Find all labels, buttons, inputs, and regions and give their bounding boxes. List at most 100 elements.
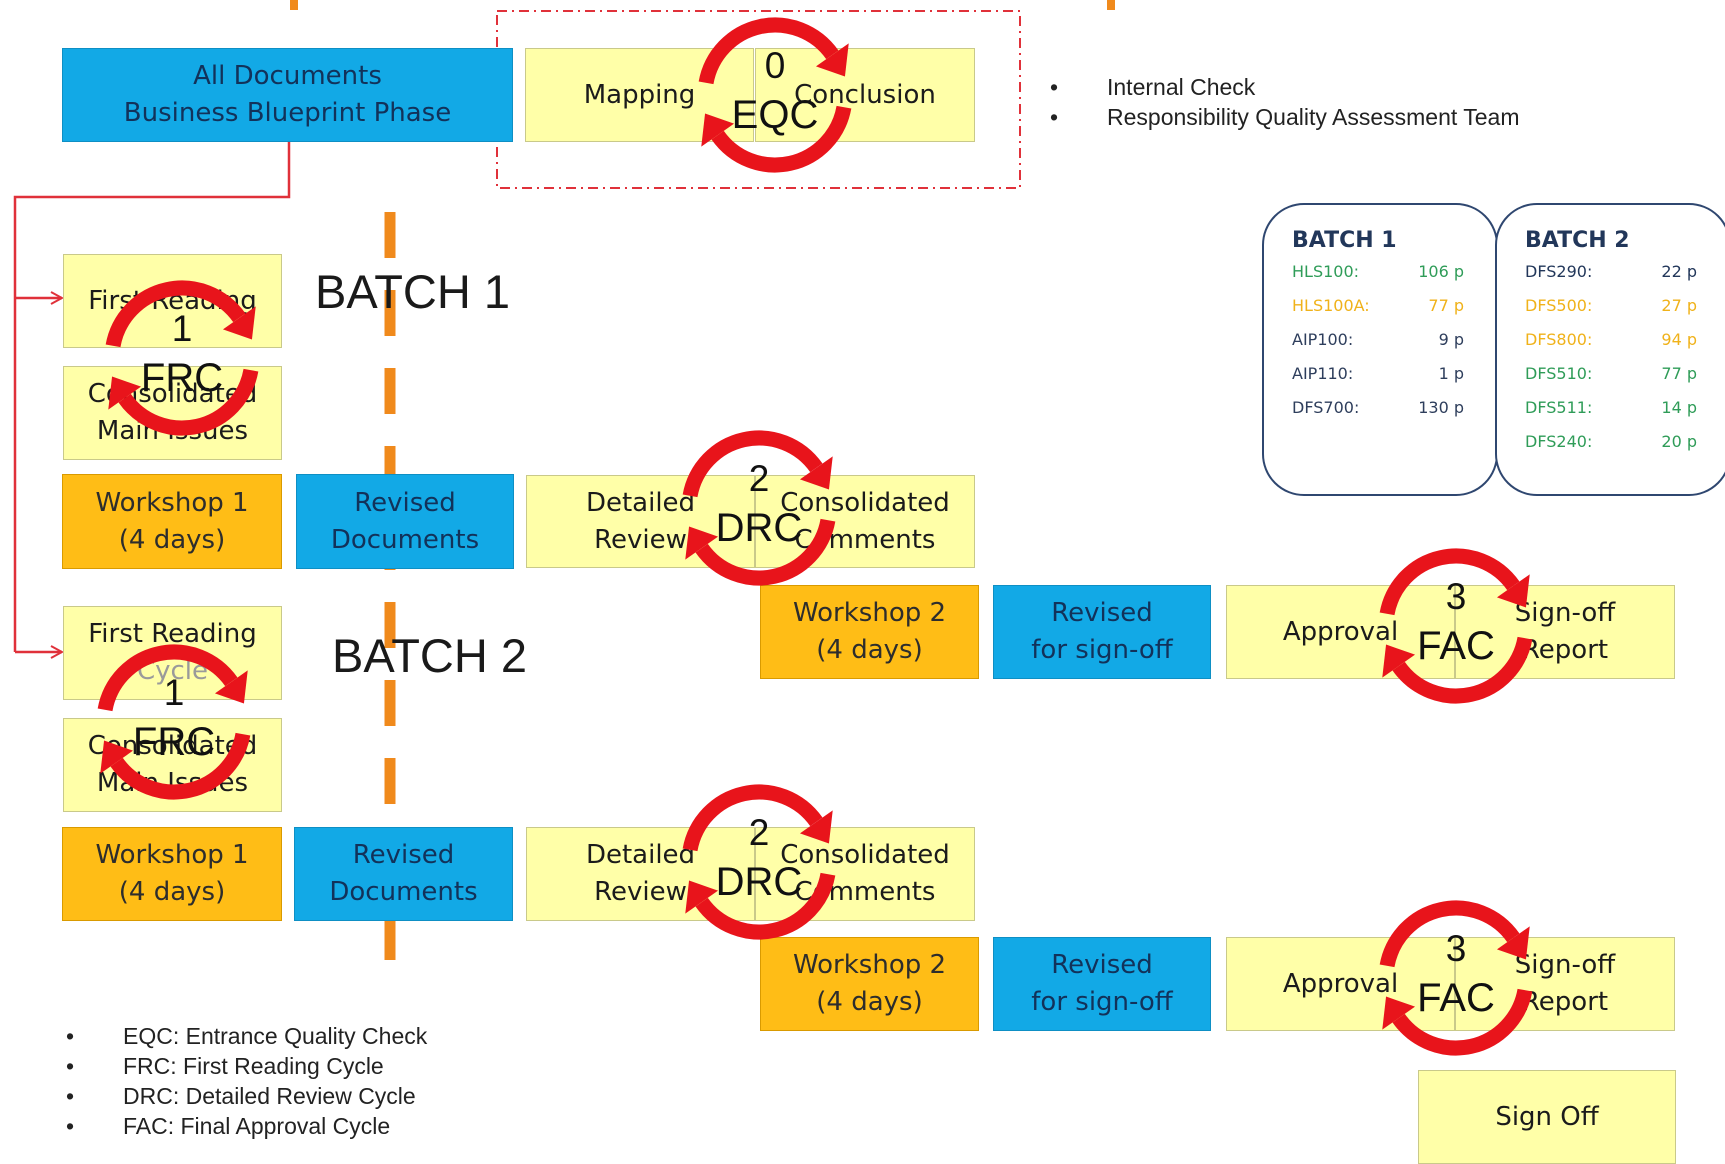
cycle-arrows-icon xyxy=(682,784,836,940)
revised-line-2: for sign-off xyxy=(1031,987,1173,1017)
workshop-line-1: Workshop 1 xyxy=(95,840,249,870)
all-documents-line-2: Business Blueprint Phase xyxy=(123,98,452,128)
frc-cycle-icon: 1 FRC xyxy=(84,632,264,812)
doc-name: DFS240: xyxy=(1525,432,1593,451)
detailed-line-1: Detailed xyxy=(585,487,696,518)
doc-name: DFS510: xyxy=(1525,364,1593,383)
conclusion-label: Conclusion xyxy=(794,79,936,110)
cycle-abbreviation: FRC xyxy=(140,356,224,400)
mapping-label: Mapping xyxy=(583,79,696,110)
cycle-arrows-icon xyxy=(97,644,251,800)
cycle-abbreviation: DRC xyxy=(715,506,803,550)
eqc-note: Responsibility Quality Assessment Team xyxy=(1050,102,1519,132)
comments-line-1: Consolidated xyxy=(780,487,950,518)
batch1-approval-box: Approval xyxy=(1226,585,1455,679)
workshop-line-2: (4 days) xyxy=(816,987,923,1017)
drc-cycle-icon: 2 DRC xyxy=(669,772,849,952)
doc-pages: 94 p xyxy=(1661,330,1697,349)
doc-name: HLS100: xyxy=(1292,262,1360,281)
fac-cycle-icon: 3 FAC xyxy=(1366,536,1546,716)
doc-batch-2-panel xyxy=(1495,203,1725,496)
signoff-report-line-2: Report xyxy=(1521,987,1609,1017)
frc-cycle-icon: 1 FRC xyxy=(92,268,272,448)
top-orange-mark xyxy=(1107,0,1115,10)
cycle-number: 2 xyxy=(748,812,770,853)
workshop-line-1: Workshop 1 xyxy=(95,487,249,518)
signoff-report-line-1: Sign-off xyxy=(1514,598,1616,628)
doc-pages: 27 p xyxy=(1661,296,1697,315)
doc-name: DFS511: xyxy=(1525,398,1593,417)
workshop-line-2: (4 days) xyxy=(118,877,226,907)
cycle-abbreviation: DRC xyxy=(715,860,803,904)
workshop-line-2: (4 days) xyxy=(118,524,226,555)
conclusion-box: Conclusion xyxy=(755,48,975,142)
revised-line-2: Documents xyxy=(329,877,478,907)
batch1-workshop2-box: Workshop 2 (4 days) xyxy=(760,585,979,679)
eqc-notes: Internal Check Responsibility Quality As… xyxy=(1050,72,1519,132)
legend-item: EQC: Entrance Quality Check xyxy=(66,1021,427,1051)
revised-line-1: Revised xyxy=(352,840,455,870)
cycle-abbreviation: FAC xyxy=(1417,624,1495,668)
legend-item: DRC: Detailed Review Cycle xyxy=(66,1081,427,1111)
revised-line-2: for sign-off xyxy=(1031,635,1173,665)
doc-name: DFS700: xyxy=(1292,398,1360,417)
doc-pages: 130 p xyxy=(1418,398,1464,417)
doc-batch-title: BATCH 2 xyxy=(1525,228,1630,253)
doc-pages: 77 p xyxy=(1428,296,1464,315)
revised-line-1: Revised xyxy=(354,487,456,518)
doc-pages: 9 p xyxy=(1438,330,1464,349)
workshop-line-1: Workshop 2 xyxy=(792,950,947,980)
legend-item: FAC: Final Approval Cycle xyxy=(66,1111,427,1141)
cycle-abbreviation: EQC xyxy=(731,93,819,137)
cycle-number: 1 xyxy=(171,308,193,349)
doc-name: DFS800: xyxy=(1525,330,1593,349)
all-documents-line-1: All Documents xyxy=(193,61,382,91)
sign-off-box: Sign Off xyxy=(1418,1070,1676,1164)
workshop-line-1: Workshop 2 xyxy=(792,598,947,628)
batch2-revised-signoff-box: Revised for sign-off xyxy=(993,937,1211,1031)
cycle-number: 1 xyxy=(163,672,185,713)
detailed-line-2: Review xyxy=(594,877,687,907)
batch2-workshop2-box: Workshop 2 (4 days) xyxy=(760,937,979,1031)
top-orange-mark xyxy=(290,0,298,10)
eqc-note: Internal Check xyxy=(1050,72,1519,102)
approval-label: Approval xyxy=(1282,616,1399,647)
doc-pages: 1 p xyxy=(1438,364,1464,383)
cycle-arrows-icon xyxy=(1379,548,1533,704)
doc-name: HLS100A: xyxy=(1292,296,1370,315)
legend: EQC: Entrance Quality Check FRC: First R… xyxy=(66,1021,427,1141)
sign-off-label: Sign Off xyxy=(1495,1101,1599,1132)
doc-name: DFS290: xyxy=(1525,262,1593,281)
cycle-abbreviation: FAC xyxy=(1417,976,1495,1020)
revised-line-1: Revised xyxy=(1051,598,1153,628)
revised-line-1: Revised xyxy=(1051,950,1153,980)
doc-pages: 22 p xyxy=(1661,262,1697,281)
batch1-revised-signoff-box: Revised for sign-off xyxy=(993,585,1211,679)
batch-1-title: BATCH 1 xyxy=(315,265,510,318)
comments-line-1: Consolidated xyxy=(780,840,950,870)
doc-name: AIP110: xyxy=(1292,364,1354,383)
doc-batch-title: BATCH 1 xyxy=(1292,228,1397,253)
doc-pages: 14 p xyxy=(1661,398,1697,417)
eqc-cycle-icon: 0 EQC xyxy=(685,5,865,185)
drc-cycle-icon: 2 DRC xyxy=(669,418,849,598)
approval-label: Approval xyxy=(1282,968,1399,999)
detailed-line-1: Detailed xyxy=(585,840,696,870)
doc-name: DFS500: xyxy=(1525,296,1593,315)
doc-pages: 106 p xyxy=(1418,262,1464,281)
cycle-number: 3 xyxy=(1445,576,1467,617)
workshop-line-2: (4 days) xyxy=(816,635,923,665)
legend-item: FRC: First Reading Cycle xyxy=(66,1051,427,1081)
batch2-approval-box: Approval xyxy=(1226,937,1455,1031)
doc-pages: 20 p xyxy=(1661,432,1697,451)
first-reading-label: First Reading xyxy=(88,619,257,649)
signoff-report-line-1: Sign-off xyxy=(1514,950,1616,980)
